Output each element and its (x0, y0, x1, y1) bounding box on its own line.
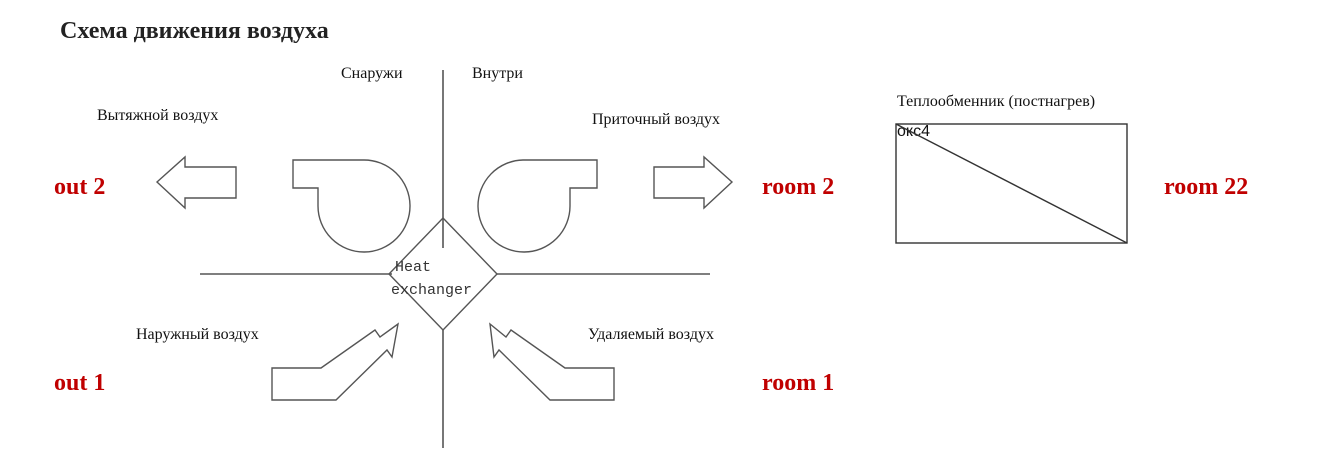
exhaust-arrow-icon (155, 155, 237, 210)
label-inside: Внутри (472, 65, 523, 82)
value-room-1: room 1 (762, 370, 834, 396)
value-out-1: out 1 (54, 370, 105, 396)
extract-air-arrow-icon (489, 322, 615, 401)
label-outside: Снаружи (341, 65, 403, 82)
supply-arrow-icon (653, 155, 734, 210)
post-heater-icon (895, 123, 1128, 244)
label-outdoor-air: Наружный воздух (136, 326, 259, 343)
heat-exchanger-label-line2: exchanger (391, 282, 472, 299)
value-room-2: room 2 (762, 174, 834, 200)
label-extract-air: Удаляемый воздух (588, 326, 714, 343)
supply-fan-icon (477, 159, 598, 253)
value-room-22: room 22 (1164, 174, 1248, 200)
label-exhaust-air: Вытяжной воздух (97, 107, 218, 124)
exhaust-fan-icon (292, 159, 411, 253)
diagram-title: Схема движения воздуха (60, 18, 329, 44)
outdoor-air-arrow-icon (271, 322, 399, 401)
post-heater-diagonal (895, 123, 1128, 244)
label-supply-air: Приточный воздух (592, 111, 720, 128)
value-out-2: out 2 (54, 174, 105, 200)
label-post-heater: Теплообменник (постнагрев) (897, 93, 1095, 110)
heat-exchanger-icon (388, 216, 498, 332)
label-post-heater-id: окс4 (897, 123, 930, 140)
heat-exchanger-label-line1: Heat (395, 259, 431, 276)
